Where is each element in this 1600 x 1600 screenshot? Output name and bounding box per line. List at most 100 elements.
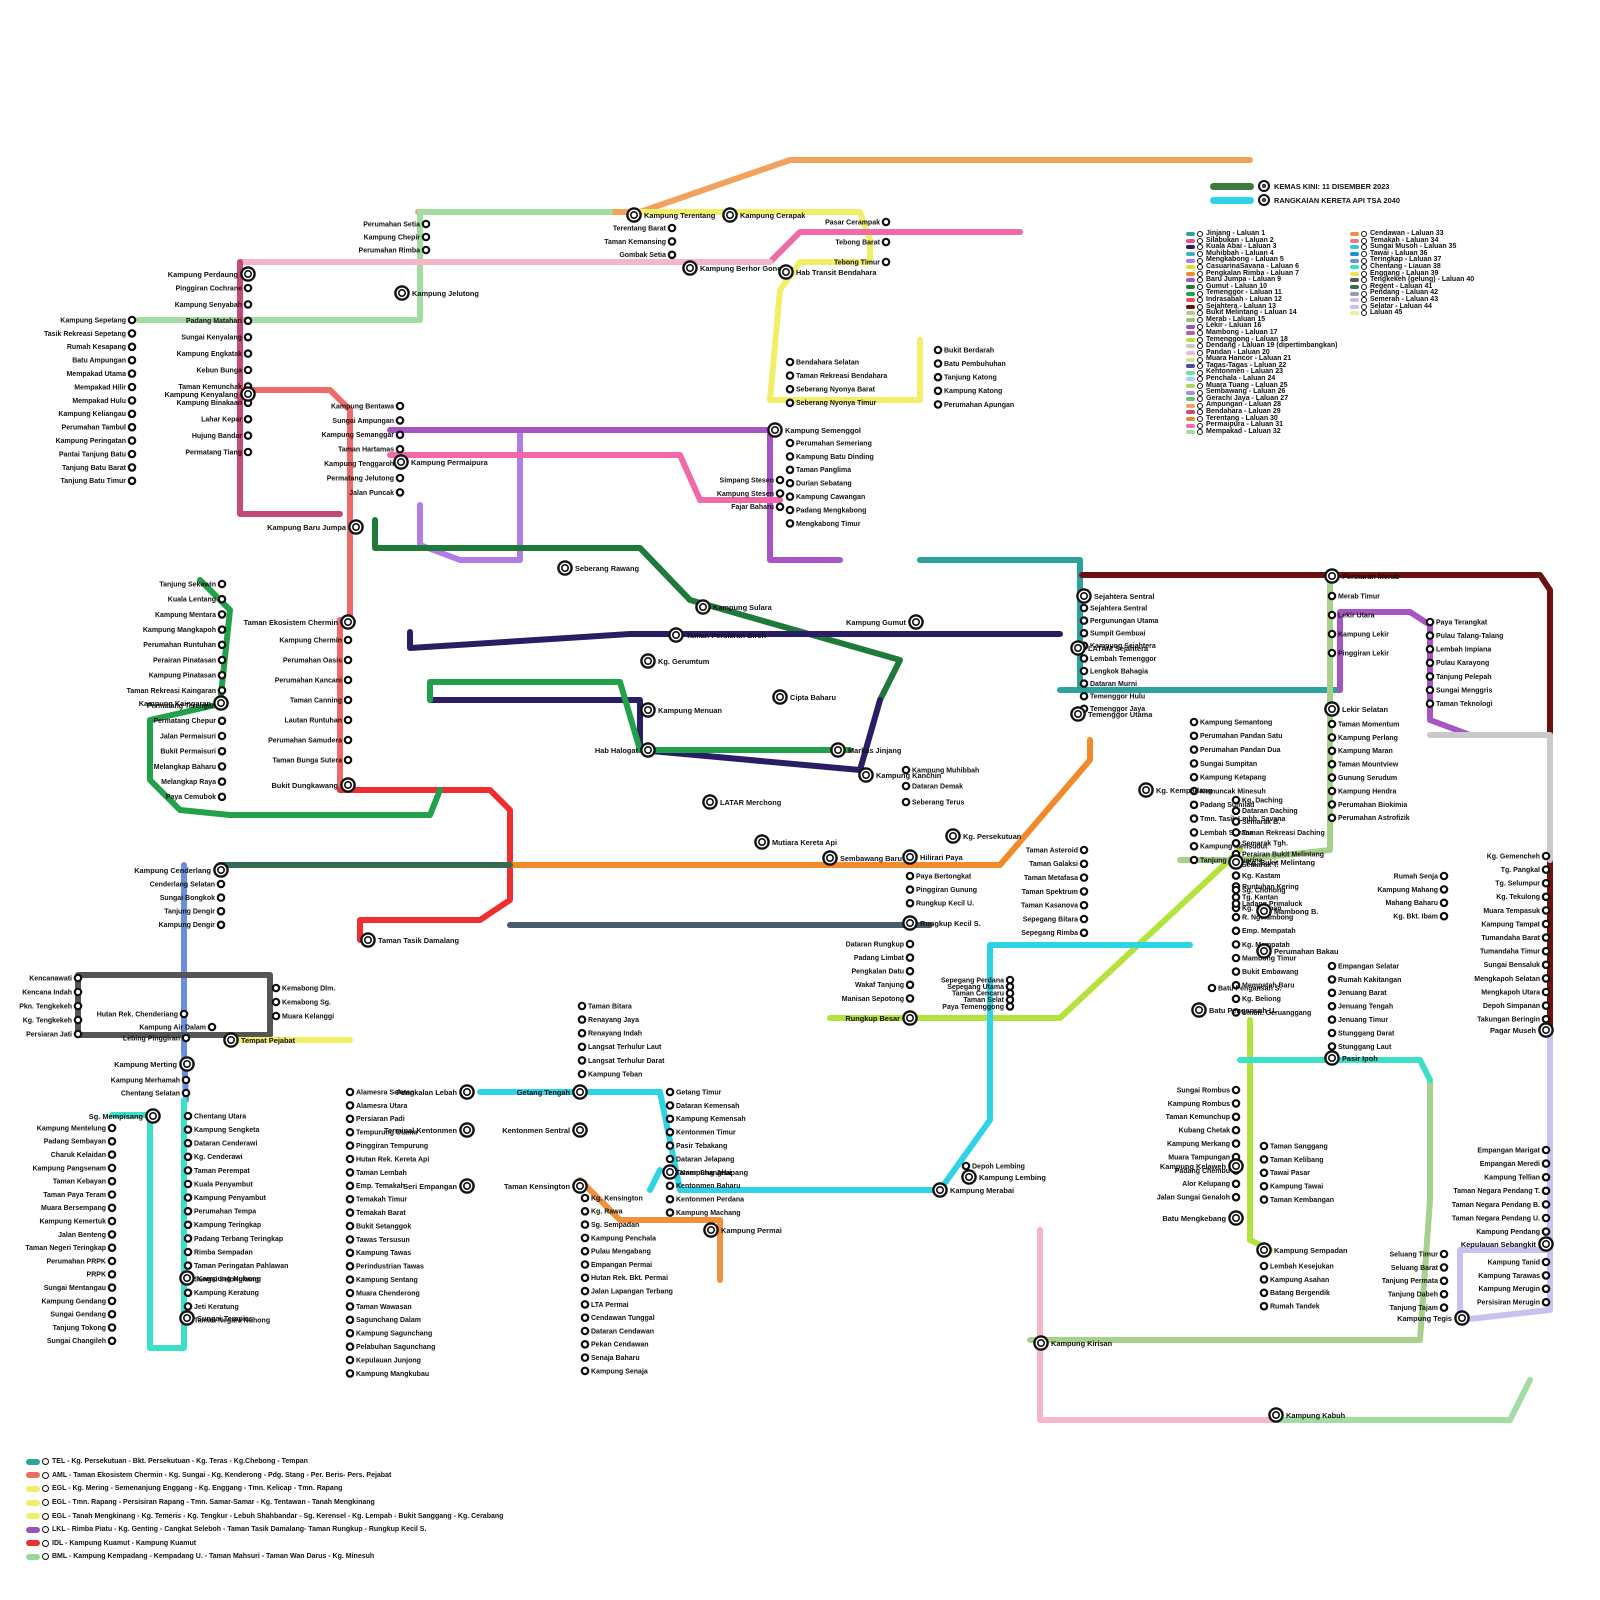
hub-inner-ring[interactable]: [183, 1274, 192, 1283]
hub-inner-ring[interactable]: [757, 837, 766, 846]
station-senja[interactable]: Kampung Mahang: [1377, 885, 1449, 894]
station-marker[interactable]: [1541, 1145, 1551, 1155]
station-chermin[interactable]: Taman Bunga Sutera: [273, 755, 353, 765]
hub-inner-ring[interactable]: [183, 1314, 192, 1323]
station-minesuh[interactable]: Sungai Sumpitan: [1189, 759, 1257, 768]
station-marker[interactable]: [577, 1042, 587, 1052]
station-marker[interactable]: [1541, 1213, 1551, 1223]
station-marker[interactable]: [217, 686, 227, 695]
station-bentawa[interactable]: Kampung Semanggar: [322, 430, 405, 440]
station-marker[interactable]: [933, 372, 943, 382]
interchange-hub[interactable]: Hilirari Paya: [902, 849, 964, 865]
station-marker[interactable]: [905, 994, 915, 1003]
station-asteroid[interactable]: Taman Spektrum: [1022, 887, 1089, 896]
station-marker[interactable]: [905, 885, 915, 894]
hub-inner-ring[interactable]: [1542, 1240, 1551, 1249]
station-marker[interactable]: [665, 1194, 675, 1204]
station-tengkekeh[interactable]: Muara Kelanggi: [271, 1011, 334, 1021]
station-kensington[interactable]: Hutan Rek. Bkt. Permai: [580, 1273, 668, 1283]
station-minesuh[interactable]: Kampung Ketapang: [1189, 772, 1266, 782]
station-central-south[interactable]: Renayang Indah: [577, 1028, 642, 1038]
station-marker[interactable]: [580, 1260, 590, 1269]
station-marker[interactable]: [243, 332, 253, 342]
station-sanggang[interactable]: Kampung Tawai: [1259, 1181, 1323, 1191]
station-gemencheh[interactable]: Mengkapoh Utara: [1481, 987, 1551, 997]
station-marker[interactable]: [217, 625, 227, 634]
station-marker[interactable]: [665, 1141, 675, 1150]
station-marker[interactable]: [127, 329, 137, 338]
station-marker[interactable]: [665, 1181, 675, 1191]
station-merab[interactable]: Pinggiran Lekir: [1327, 648, 1389, 658]
hub-inner-ring[interactable]: [685, 263, 694, 272]
station-marker[interactable]: [127, 396, 137, 405]
station-west[interactable]: Perumahan Tambul: [62, 422, 137, 432]
station-marker[interactable]: [667, 250, 677, 260]
station-asteroid[interactable]: Taman Asteroid: [1026, 845, 1089, 855]
interchange-hub[interactable]: Kampung Permai: [703, 1222, 782, 1238]
station-tengkekeh[interactable]: Kampung Air Dalam: [139, 1022, 217, 1032]
station-marker[interactable]: [127, 422, 137, 432]
station-marker[interactable]: [243, 300, 253, 309]
hub-inner-ring[interactable]: [1260, 1246, 1269, 1255]
station-marker[interactable]: [183, 1152, 193, 1162]
station-marker[interactable]: [183, 1234, 193, 1243]
station-minesuh[interactable]: Padang Sumilad: [1189, 800, 1255, 810]
station-kaingaran[interactable]: Tanjung Sekawin: [159, 579, 227, 589]
station-chohong[interactable]: Kg. Beliong: [1231, 994, 1281, 1004]
station-chohong[interactable]: R. Ngelambong: [1231, 912, 1294, 922]
interchange-hub[interactable]: Perumahan Bakau: [1256, 943, 1339, 959]
station-bukit-berdarah[interactable]: Bukit Berdarah: [933, 345, 994, 355]
hub-inner-ring[interactable]: [935, 1186, 944, 1195]
station-temakah[interactable]: Pelabuhan Sagunchang: [345, 1342, 436, 1351]
hub-inner-ring[interactable]: [1074, 643, 1083, 652]
station-marker[interactable]: [933, 400, 943, 409]
station-semenggol[interactable]: Kampung Batu Dinding: [785, 452, 874, 461]
station-gemencheh[interactable]: Tumandaha Barat: [1481, 933, 1551, 942]
station-marker[interactable]: [217, 716, 227, 726]
station-marker[interactable]: [1327, 759, 1337, 769]
station-bakau[interactable]: Jenuang Tengah: [1327, 1001, 1393, 1011]
station-kaingaran[interactable]: Melangkap Raya: [161, 777, 227, 786]
station-marker[interactable]: [107, 1137, 117, 1146]
station-dataran[interactable]: Padang Limbat: [854, 953, 915, 962]
station-marigat[interactable]: Empangan Meredi: [1480, 1159, 1551, 1168]
station-marker[interactable]: [343, 695, 353, 705]
station-marker[interactable]: [1231, 1125, 1241, 1135]
station-marker[interactable]: [271, 997, 281, 1007]
station-marker[interactable]: [271, 1011, 281, 1021]
station-marker[interactable]: [881, 237, 891, 247]
station-minesuh[interactable]: Perumahan Pandan Satu: [1189, 731, 1283, 741]
station-chermin[interactable]: Kampung Chermin: [279, 635, 353, 645]
station-marker[interactable]: [107, 1296, 117, 1306]
interchange-hub[interactable]: Kampung Kelaweh: [1160, 1158, 1244, 1174]
station-west[interactable]: Kampung Peringatan: [56, 436, 137, 445]
station-marker[interactable]: [207, 1022, 217, 1032]
station-rombus[interactable]: Taman Kemunchup: [1166, 1112, 1241, 1122]
interchange-hub[interactable]: Batu Pengansah U.: [1191, 1002, 1276, 1018]
hub-inner-ring[interactable]: [1328, 1054, 1337, 1063]
station-merab[interactable]: Lekir Utara: [1327, 610, 1375, 620]
station-marker[interactable]: [216, 906, 226, 916]
station-kensington[interactable]: Pulau Mengabang: [580, 1246, 651, 1256]
station-marker[interactable]: [580, 1193, 590, 1203]
station-marker[interactable]: [183, 1193, 193, 1202]
station-semenggol[interactable]: Taman Panglima: [785, 465, 851, 475]
station-seluang[interactable]: Tanjung Dabeh: [1388, 1289, 1449, 1299]
station-kaingaran[interactable]: Kampung Pinatasan: [149, 670, 227, 680]
hub-inner-ring[interactable]: [1074, 709, 1083, 718]
station-marker[interactable]: [1541, 1014, 1551, 1024]
station-kensington[interactable]: Kg. Rawa: [580, 1207, 623, 1216]
station-marker[interactable]: [127, 449, 137, 459]
station-marker[interactable]: [107, 1203, 117, 1213]
station-marker[interactable]: [1327, 975, 1337, 984]
interchange-hub[interactable]: Pagar Museh: [1490, 1022, 1554, 1038]
station-marker[interactable]: [127, 476, 137, 486]
station-chentang[interactable]: Kampung Keratung: [183, 1288, 259, 1298]
station-marker[interactable]: [271, 983, 281, 993]
station-dataran[interactable]: Pengkalan Datu: [851, 966, 915, 976]
station-setia[interactable]: Kampung Chepir: [364, 232, 431, 242]
station-kenyalang[interactable]: Pinggiran Cochrane: [175, 283, 253, 293]
station-marker[interactable]: [1439, 898, 1449, 908]
station-marigat[interactable]: Kampung Pendang: [1476, 1227, 1551, 1236]
hub-inner-ring[interactable]: [948, 831, 957, 840]
